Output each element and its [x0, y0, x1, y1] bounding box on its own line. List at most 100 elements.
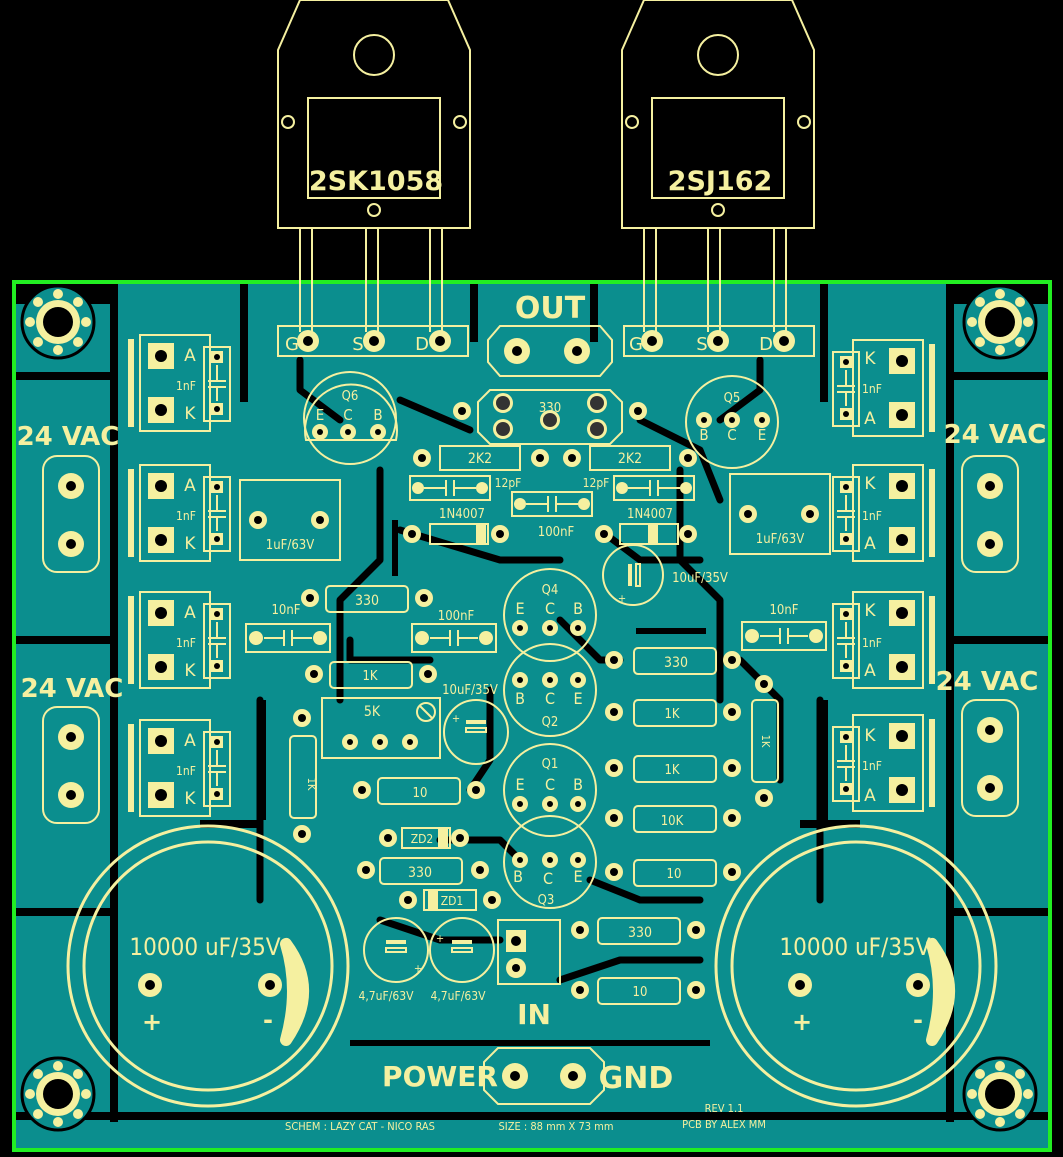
mosfet-right-label: 2SJ162 [668, 166, 773, 197]
jumpers [258, 520, 828, 820]
vac-label-left-top: 24 VAC [17, 422, 120, 452]
svg-text:K: K [184, 789, 196, 809]
pot-5k: 5K [321, 697, 441, 759]
svg-text:5K: 5K [364, 704, 381, 720]
svg-text:E: E [316, 406, 325, 424]
zener-zd2: ZD2 [379, 827, 469, 849]
in-connector: IN [497, 919, 561, 1031]
svg-text:C: C [543, 869, 553, 888]
svg-text:1nF: 1nF [176, 509, 196, 523]
svg-text:10: 10 [667, 867, 682, 882]
svg-text:1uF/63V: 1uF/63V [266, 538, 314, 553]
board-outline [12, 280, 1052, 1152]
svg-text:2K2: 2K2 [468, 451, 492, 467]
svg-text:330: 330 [355, 593, 379, 609]
mosfet-right-pin-s: S [696, 334, 707, 355]
svg-text:1K: 1K [759, 735, 772, 748]
svg-text:1nF: 1nF [862, 509, 882, 523]
svg-text:1nF: 1nF [862, 759, 882, 773]
transistor-q4: Q4 E C B [503, 568, 597, 662]
svg-text:1N4007: 1N4007 [627, 507, 673, 522]
svg-text:10000 uF/35V: 10000 uF/35V [779, 933, 930, 961]
mosfet-left: 2SK1058 G S D [277, 0, 471, 357]
diode-1n4007-right: 1N4007 [595, 507, 697, 545]
cap-12pf-left: 12pF [409, 475, 521, 501]
svg-text:4,7uF/63V: 4,7uF/63V [431, 989, 487, 1003]
svg-text:+: + [792, 1008, 812, 1036]
svg-text:10000 uF/35V: 10000 uF/35V [129, 933, 280, 961]
svg-text:1K: 1K [664, 707, 679, 722]
svg-text:ZD2: ZD2 [411, 832, 434, 846]
svg-text:-: - [913, 1006, 923, 1034]
svg-text:1K: 1K [362, 669, 377, 684]
svg-text:1nF: 1nF [176, 379, 196, 393]
svg-text:1nF: 1nF [176, 636, 196, 650]
mosfet-left-pin-d: D [415, 334, 429, 355]
svg-text:330: 330 [628, 925, 652, 941]
svg-text:C: C [343, 406, 352, 424]
transistor-q5: Q5 B C E [685, 375, 779, 469]
svg-text:1K: 1K [664, 763, 679, 778]
in-label: IN [517, 998, 551, 1031]
svg-text:+: + [452, 712, 460, 725]
svg-text:K: K [184, 534, 196, 554]
mosfet-right: 2SJ162 G S D [621, 0, 815, 357]
svg-text:10nF: 10nF [769, 603, 798, 618]
svg-text:Q6: Q6 [342, 389, 359, 404]
svg-text:Q3: Q3 [538, 893, 555, 908]
transistor-q1: Q1 E C B [503, 743, 597, 837]
res-330-top: 330 [453, 389, 647, 445]
vac-connector-left-bottom [42, 706, 100, 824]
mosfet-left-label: 2SK1058 [309, 166, 443, 197]
res-1k-right-2: 1K [605, 755, 741, 783]
res-10-bottom: 10 [571, 977, 705, 1005]
svg-text:A: A [184, 731, 196, 751]
out-connector [487, 325, 613, 377]
diode-block-left-2: A K 1nF [127, 464, 231, 562]
svg-text:1nF: 1nF [862, 382, 882, 396]
svg-text:1N4007: 1N4007 [439, 507, 485, 522]
svg-text:10uF/35V: 10uF/35V [442, 683, 498, 698]
vac-connector-left-top [42, 455, 100, 573]
vac-label-right-bottom: 24 VAC [936, 667, 1039, 697]
res-330-bottom-left: 330 [357, 857, 489, 885]
diode-block-left-4: A K 1nF [127, 719, 231, 817]
footer-schem: SCHEM : LAZY CAT - NICO RAS [285, 1120, 435, 1133]
vac-connector-right-top [961, 455, 1019, 573]
footer-rev: REV 1.1 [705, 1102, 744, 1115]
diode-block-left-1: A K 1nF [127, 334, 231, 432]
svg-text:Q2: Q2 [542, 715, 559, 730]
cap-12pf-right: 12pF [583, 475, 695, 501]
svg-text:K: K [864, 349, 876, 369]
svg-text:-: - [263, 1006, 273, 1034]
mosfet-right-pin-d: D [759, 334, 773, 355]
diode-1n4007-left: 1N4007 [403, 507, 509, 545]
cap-10uf-top: + 10uF/35V [602, 544, 728, 606]
svg-text:K: K [864, 601, 876, 621]
svg-text:1K: 1K [305, 778, 318, 791]
svg-text:10uF/35V: 10uF/35V [672, 571, 728, 586]
power-connector [483, 1047, 605, 1105]
svg-text:Q5: Q5 [724, 391, 741, 406]
svg-text:C: C [545, 599, 555, 618]
res-330-right: 330 [605, 647, 741, 675]
svg-text:100nF: 100nF [438, 609, 475, 624]
res-330-left: 330 [301, 585, 433, 613]
svg-text:330: 330 [539, 401, 561, 416]
svg-text:B: B [573, 775, 583, 794]
vac-label-right-top: 24 VAC [944, 420, 1047, 450]
svg-text:B: B [699, 426, 708, 444]
vac-label-left-bottom: 24 VAC [21, 674, 124, 704]
svg-text:A: A [184, 476, 196, 496]
svg-text:10nF: 10nF [271, 603, 300, 618]
transistor-q3: B C E Q3 [503, 815, 597, 909]
res-10k: 10K [605, 805, 741, 833]
res-10-right: 10 [605, 859, 741, 887]
diode-block-right-2: K A 1nF [832, 464, 936, 562]
diode-block-left-3: A K 1nF [127, 591, 231, 689]
svg-text:100nF: 100nF [538, 525, 575, 540]
svg-text:B: B [515, 689, 525, 708]
cap-10000uf-right: 10000 uF/35V + - [714, 824, 998, 1108]
svg-text:4,7uF/63V: 4,7uF/63V [359, 989, 415, 1003]
